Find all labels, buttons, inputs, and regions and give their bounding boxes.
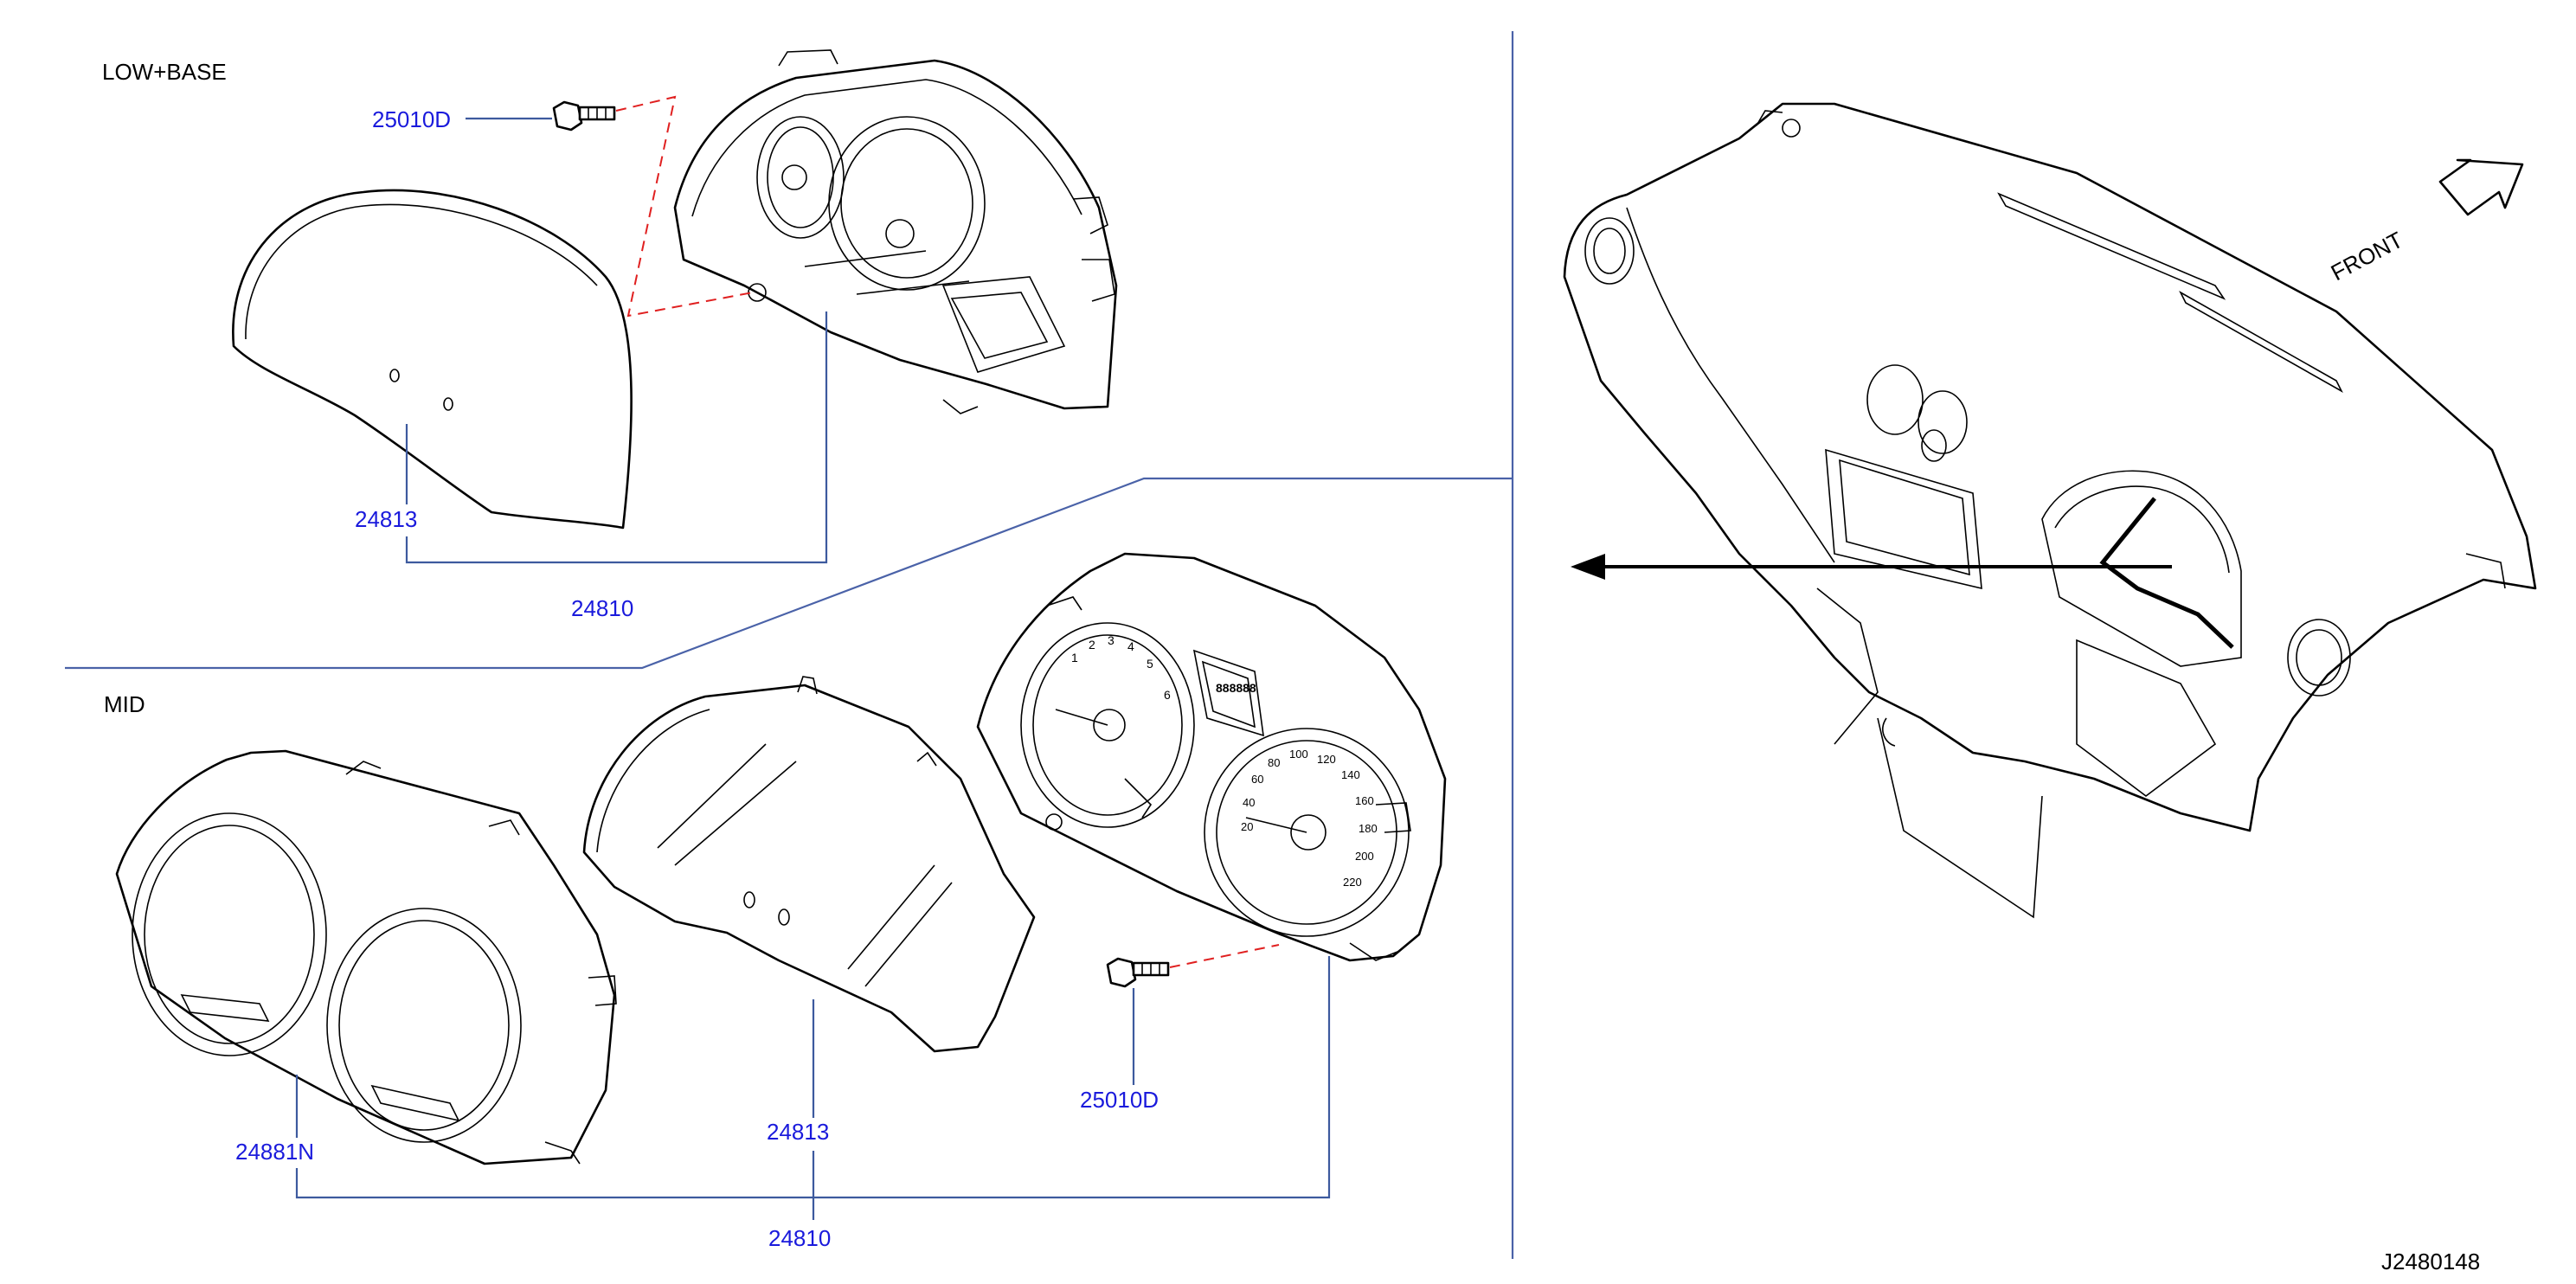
speed-mark-160: 160 (1355, 794, 1374, 807)
label-mid-lens-24813: 24813 (767, 1119, 829, 1145)
section-title-mid: MID (104, 691, 145, 717)
label-mid-meter-24810: 24810 (768, 1225, 831, 1251)
diagram-id: J2480148 (2381, 1249, 2480, 1274)
mid-screw-illustration (1106, 957, 1170, 988)
mid-meter-assembly-illustration: 1 2 3 4 5 6 888888 20 40 60 80 100 120 1… (976, 552, 1447, 962)
speed-mark-220: 220 (1343, 876, 1362, 889)
front-arrow-icon (2438, 158, 2524, 216)
front-direction-indicator: FRONT (2327, 158, 2524, 286)
low-meter-lens-illustration (232, 189, 633, 530)
tach-mark-6: 6 (1164, 688, 1171, 702)
mid-meter-lens-illustration (582, 676, 1036, 1053)
mid-screw-guide-line (1169, 944, 1280, 968)
speed-mark-20: 20 (1241, 820, 1253, 833)
label-mid-screw-25010d: 25010D (1080, 1087, 1159, 1113)
low-screw-illustration (552, 100, 616, 132)
location-arrow (1571, 554, 2172, 580)
leader-low-meter (405, 311, 828, 564)
mid-finisher-illustration (115, 749, 617, 1165)
label-low-screw-25010d: 25010D (372, 106, 451, 132)
speed-mark-100: 100 (1289, 748, 1308, 761)
tach-mark-5: 5 (1147, 657, 1153, 671)
low-meter-assembly-illustration (673, 49, 1118, 414)
tach-mark-4: 4 (1127, 639, 1134, 653)
tach-mark-3: 3 (1108, 633, 1115, 647)
section-title-low-base: LOW+BASE (102, 59, 227, 85)
speed-mark-120: 120 (1317, 753, 1336, 766)
label-low-lens-24813: 24813 (355, 506, 417, 532)
speed-mark-80: 80 (1268, 756, 1280, 769)
speed-mark-200: 200 (1355, 850, 1374, 863)
label-mid-finisher-24881n: 24881N (235, 1139, 314, 1165)
label-low-meter-24810: 24810 (571, 595, 633, 621)
speed-mark-60: 60 (1251, 773, 1263, 786)
low-screw-guide-line (615, 95, 754, 318)
dashboard-location-illustration (1563, 102, 2537, 919)
speed-mark-40: 40 (1243, 796, 1255, 809)
front-label: FRONT (2327, 227, 2407, 286)
speed-mark-140: 140 (1341, 768, 1360, 781)
speed-mark-180: 180 (1359, 822, 1378, 835)
tach-mark-2: 2 (1089, 638, 1095, 652)
odometer-readout: 888888 (1216, 681, 1256, 695)
section-dividers (65, 31, 1514, 1259)
tach-mark-1: 1 (1071, 651, 1078, 664)
